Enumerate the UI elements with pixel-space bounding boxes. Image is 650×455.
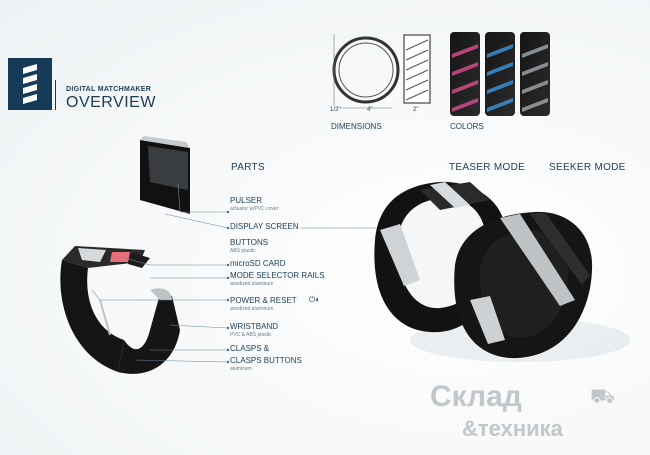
part-label-pulser: PULSER xyxy=(230,196,263,205)
part-label-clasps-buttons: CLASPS BUTTONS xyxy=(230,356,302,365)
swatch-stripe xyxy=(452,98,478,112)
part-label-mode-selector-rails: MODE SELECTOR RAILS xyxy=(230,271,325,280)
seeker-mode-heading: SEEKER MODE xyxy=(549,162,626,173)
parts-heading: PARTS xyxy=(231,162,265,173)
swatch-stripe xyxy=(487,62,513,76)
part-detail-pulser: actuator w/PVC cover xyxy=(230,206,279,212)
swatch-stripe xyxy=(522,44,548,58)
part-detail-buttons: ABS plastic xyxy=(230,248,256,254)
dimension-width: 2" xyxy=(413,107,419,113)
swatch-stripe xyxy=(522,80,548,94)
part-detail-wristband: PVC & ABS plastic xyxy=(230,332,272,338)
forklift-icon: ⛟ xyxy=(590,386,616,408)
part-label-buttons: BUTTONS xyxy=(230,238,269,247)
page-title: OVERVIEW xyxy=(66,94,156,111)
part-label-wristband: WRISTBAND xyxy=(230,322,278,331)
part-label-power-reset: POWER & RESET xyxy=(230,296,297,305)
part-detail-power-reset: anodized aluminum xyxy=(230,306,274,312)
swatch-stripe xyxy=(452,44,478,58)
teaser-mode-heading: TEASER MODE xyxy=(449,162,526,173)
part-label-microsd-card: microSD CARD xyxy=(230,259,286,268)
swatch-stripe xyxy=(452,62,478,76)
logo-stripes-icon xyxy=(23,64,37,104)
page-subtitle: DIGITAL MATCHMAKER xyxy=(66,86,152,93)
watermark-line2: &техника xyxy=(462,416,563,441)
dimensions-label: DIMENSIONS xyxy=(331,122,382,131)
swatch-stripe xyxy=(487,98,513,112)
swatch-stripe xyxy=(487,44,513,58)
swatch-stripe xyxy=(452,80,478,94)
part-detail-clasps-buttons: aluminum xyxy=(230,366,252,372)
part-label-display-screen: DISPLAY SCREEN xyxy=(230,222,299,231)
part-detail-mode-selector-rails: anodized aluminum xyxy=(230,281,274,287)
header-divider xyxy=(55,80,56,110)
swatch-stripe xyxy=(522,62,548,76)
power-reset-icon: ⏻◐ xyxy=(309,295,321,304)
swatch-stripe xyxy=(487,80,513,94)
part-label-clasps: CLASPS & xyxy=(230,344,270,353)
watermark-line1: Склад xyxy=(430,380,522,413)
swatch-stripe xyxy=(522,98,548,112)
brand-logo xyxy=(8,58,52,110)
dimension-diameter: 4" xyxy=(367,107,373,113)
colors-label: COLORS xyxy=(450,122,484,131)
dimension-thickness: 1/3" xyxy=(330,107,341,113)
